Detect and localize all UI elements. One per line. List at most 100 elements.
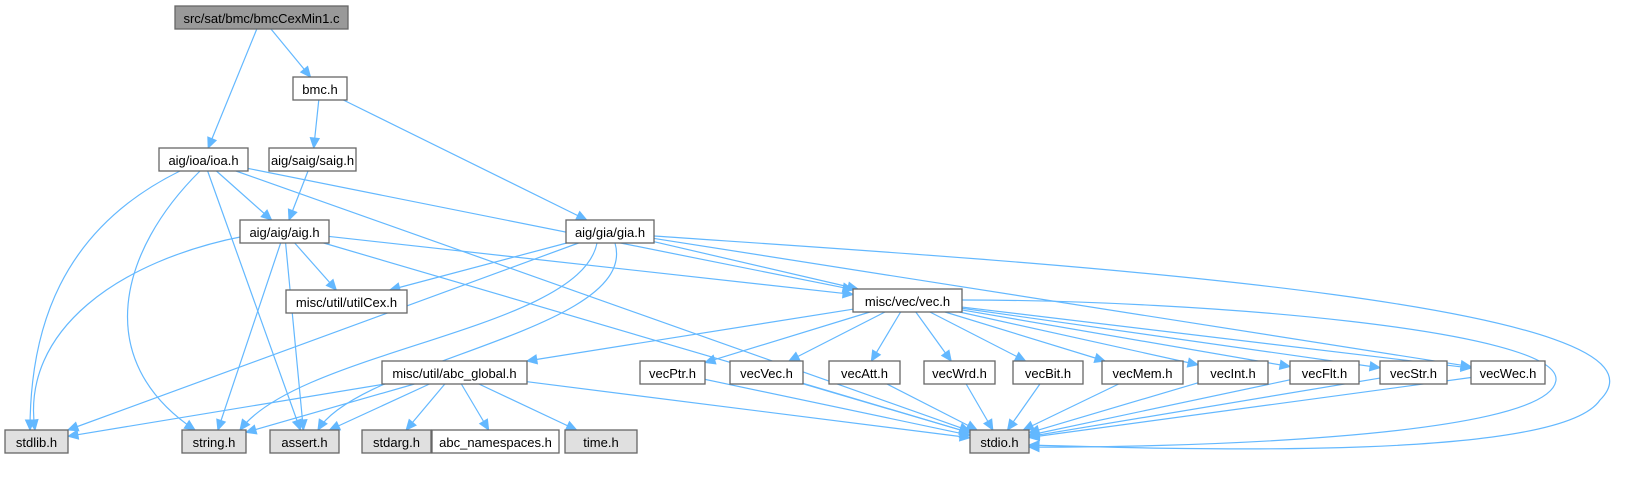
edge-line	[239, 242, 598, 431]
node-box	[828, 360, 901, 385]
edge-line	[961, 309, 1291, 368]
node-label: time.h	[583, 435, 618, 450]
edge-line	[207, 170, 301, 431]
arrowhead-icon	[325, 278, 338, 291]
arrowhead-icon	[299, 65, 312, 78]
arrowhead-icon	[940, 349, 952, 362]
node-label: vecWrd.h	[932, 366, 987, 381]
node-box	[1101, 360, 1184, 385]
arrowhead-icon	[183, 419, 197, 431]
edge-gia-to-utilcex	[388, 242, 567, 293]
arrowhead-icon	[574, 210, 588, 221]
arrowhead-icon	[1368, 361, 1382, 372]
edge-aig-to-stdlib	[28, 235, 246, 432]
node-assert: assert.h	[269, 429, 340, 454]
node-box	[158, 147, 249, 172]
edge-line	[944, 311, 1106, 362]
node-label: aig/gia/gia.h	[575, 225, 645, 240]
node-vecbit[interactable]: vecBit.h	[1012, 360, 1084, 385]
edge-abcglobal-to-string	[244, 383, 415, 435]
edge-line	[67, 242, 579, 431]
edge-gia-to-vecwec	[653, 237, 1473, 371]
node-vecwrd[interactable]: vecWrd.h	[923, 360, 996, 385]
arrowhead-icon	[787, 351, 801, 362]
node-abcns[interactable]: abc_namespaces.h	[431, 429, 560, 454]
node-box	[852, 288, 963, 313]
edge-line	[961, 299, 1557, 448]
edge-line	[1028, 377, 1381, 438]
edge-line	[704, 311, 871, 364]
nodes-layer: src/sat/bmc/bmcCexMin1.c bmc.h aig/ioa/ioa…	[4, 5, 1546, 454]
node-box	[969, 429, 1030, 454]
edge-line	[526, 308, 854, 362]
node-box	[564, 429, 638, 454]
edge-aig-to-vec	[328, 235, 855, 299]
arrowhead-icon	[239, 418, 251, 431]
arrowhead-icon	[66, 421, 80, 432]
arrowhead-icon	[1459, 361, 1473, 373]
node-label: misc/util/utilCex.h	[296, 295, 397, 310]
edge-line	[653, 235, 1611, 450]
edge-line	[235, 170, 971, 432]
arrowhead-icon	[28, 418, 39, 432]
edge-line	[127, 170, 201, 431]
edge-aig-to-assert	[284, 242, 308, 432]
node-stdarg: stdarg.h	[361, 429, 432, 454]
arrowhead-icon	[525, 354, 539, 365]
edge-vec-to-vecvec	[787, 311, 886, 362]
edge-vecwec-to-stdio	[1027, 376, 1472, 442]
edge-line	[343, 99, 587, 221]
node-vec[interactable]: misc/vec/vec.h	[852, 288, 963, 313]
node-vecptr[interactable]: vecPtr.h	[639, 360, 706, 385]
node-label: stdlib.h	[16, 435, 57, 450]
node-vecwec[interactable]: vecWec.h	[1470, 360, 1546, 385]
node-ioa[interactable]: aig/ioa/ioa.h	[158, 147, 249, 172]
node-vecatt[interactable]: vecAtt.h	[828, 360, 901, 385]
node-box	[565, 219, 655, 244]
edge-vecwrd-to-stdio	[965, 383, 994, 432]
edge-line	[886, 383, 978, 431]
arrowhead-icon	[244, 424, 258, 435]
node-label: aig/ioa/ioa.h	[168, 153, 238, 168]
node-box	[4, 429, 69, 454]
node-label: stdarg.h	[373, 435, 420, 450]
node-gia[interactable]: aig/gia/gia.h	[565, 219, 655, 244]
edge-vec-to-vecint	[959, 311, 1200, 368]
edge-line	[217, 242, 282, 431]
node-abcglobal[interactable]: misc/util/abc_global.h	[381, 360, 528, 385]
node-root[interactable]: src/sat/bmc/bmcCexMin1.c	[174, 5, 349, 30]
node-aig[interactable]: aig/aig/aig.h	[239, 219, 330, 244]
edge-line	[961, 307, 1381, 369]
node-vecflt[interactable]: vecFlt.h	[1289, 360, 1360, 385]
node-vecmem[interactable]: vecMem.h	[1101, 360, 1184, 385]
node-label: vecMem.h	[1113, 366, 1173, 381]
edge-vec-to-vecwrd	[915, 311, 952, 362]
node-label: src/sat/bmc/bmcCexMin1.c	[183, 11, 340, 26]
edge-abcglobal-to-abcns	[460, 383, 490, 432]
edge-line	[67, 383, 385, 437]
edge-line	[959, 311, 1199, 366]
arrowhead-icon	[66, 429, 80, 440]
node-vecint[interactable]: vecInt.h	[1197, 360, 1269, 385]
arrowhead-icon	[1186, 357, 1200, 368]
edge-line	[653, 241, 859, 290]
edge-vecptr-to-stdio	[704, 378, 972, 439]
arrowhead-icon	[965, 420, 979, 431]
node-box	[268, 147, 357, 172]
node-saig[interactable]: aig/saig/saig.h	[268, 147, 357, 172]
arrowhead-icon	[983, 418, 994, 432]
node-vecvec[interactable]: vecVec.h	[729, 360, 804, 385]
edge-vec-to-vecwec	[961, 306, 1473, 373]
node-bmc[interactable]: bmc.h	[292, 76, 348, 101]
arrowhead-icon	[405, 418, 417, 431]
node-utilcex[interactable]: misc/util/utilCex.h	[285, 289, 408, 314]
node-vecstr[interactable]: vecStr.h	[1379, 360, 1448, 385]
edge-abcglobal-to-time	[478, 383, 578, 431]
arrowhead-icon	[870, 349, 882, 363]
edge-aig-to-utilcex	[294, 242, 338, 291]
node-label: string.h	[193, 435, 236, 450]
edge-abcglobal-to-stdarg	[405, 383, 446, 431]
edge-aig-to-string	[216, 242, 282, 432]
edge-vec-to-vecstr	[961, 307, 1382, 372]
